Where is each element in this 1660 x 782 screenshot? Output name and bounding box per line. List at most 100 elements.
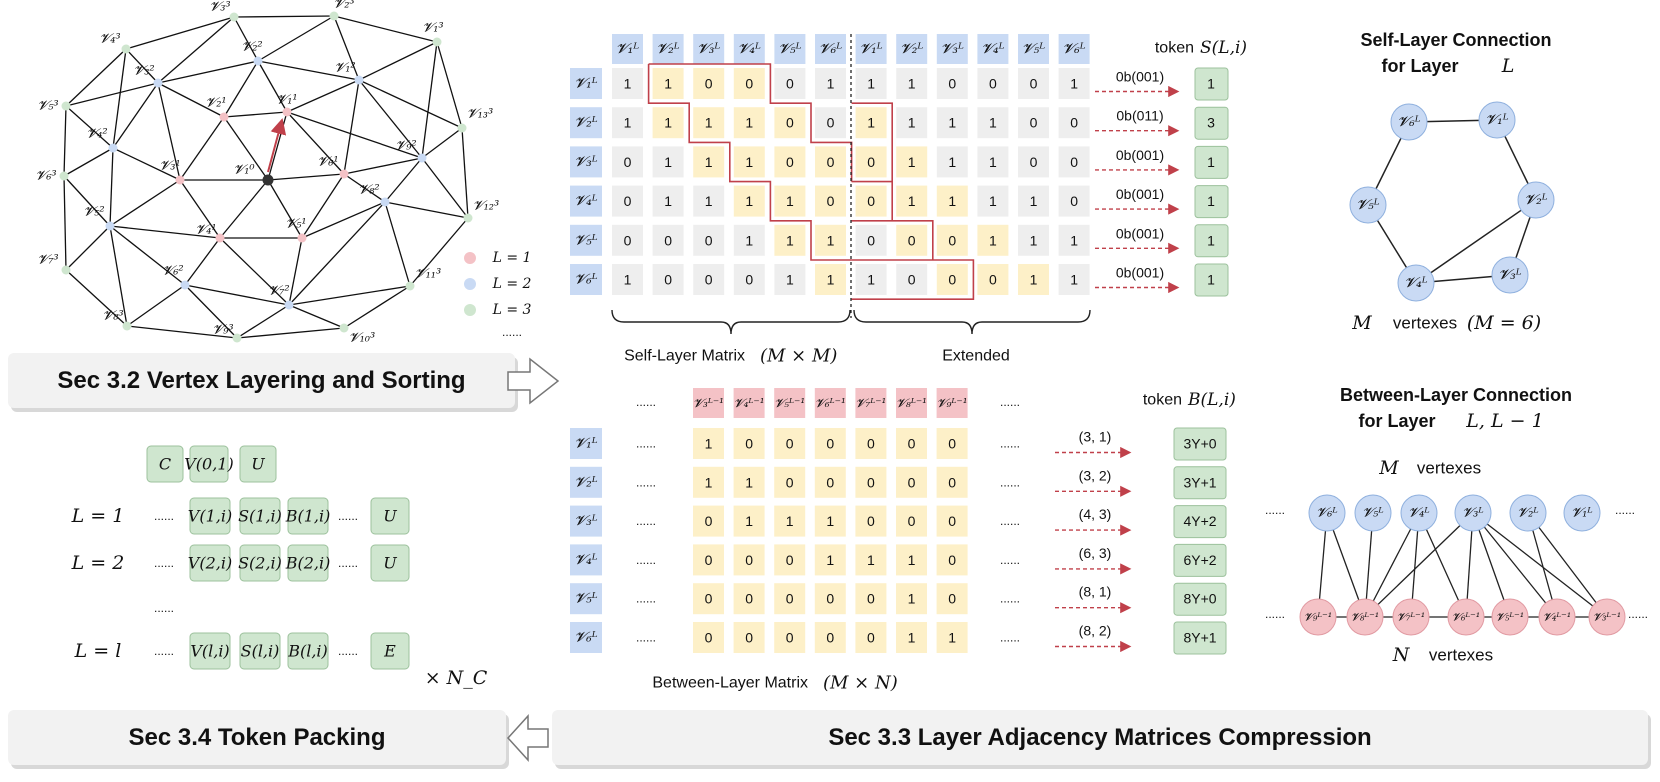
between-cell: [693, 583, 724, 615]
mesh-edge: [184, 237, 221, 286]
between-cell: [814, 544, 846, 576]
mesh-vertex-r1: [219, 112, 229, 122]
mesh-vertex-label: 𝓥₆³: [35, 169, 56, 184]
mesh-edge: [126, 325, 238, 339]
between-col-label: 𝓥₆ᴸ⁻¹: [815, 396, 846, 410]
banner-sec34-text: Sec 3.4 Token Packing: [128, 724, 385, 751]
mesh-edge: [63, 147, 114, 177]
matrix-value: 1: [827, 76, 835, 92]
ellipsis: ......: [338, 556, 358, 570]
between-cell: [855, 583, 887, 615]
mesh-vertex-label: 𝓥₅³: [37, 99, 58, 114]
between-top-node: [1454, 494, 1492, 532]
between-cell: [733, 583, 765, 615]
pack-token-b: B(1,i): [285, 507, 331, 526]
between-value: 1: [705, 474, 713, 490]
banner-sec32-text: Sec 3.2 Vertex Layering and Sorting: [57, 367, 465, 394]
between-graph-edge: [1364, 512, 1420, 618]
row-header-label: 𝓥₅ᴸ: [574, 232, 597, 248]
mesh-edge: [333, 15, 438, 43]
mesh-edge: [219, 237, 290, 306]
matrix-value: 0: [908, 272, 916, 288]
between-graph-edge: [1472, 512, 1608, 618]
legend-swatch: [464, 252, 476, 264]
matrix-cell: [1058, 107, 1090, 139]
mesh-edge: [343, 157, 423, 175]
banner-sec33-text: Sec 3.3 Layer Adjacency Matrices Compres…: [828, 724, 1371, 751]
between-value: 0: [948, 474, 956, 490]
col-header-cell: [855, 34, 887, 64]
between-cell: [693, 466, 724, 498]
mesh-edge: [109, 179, 181, 227]
matrix-value: 1: [745, 193, 753, 209]
matrix-cell: [855, 68, 887, 99]
between-token: 3Y+0: [1183, 436, 1216, 452]
mesh-edge: [333, 15, 360, 81]
mesh-vertex-label: 𝓥₅¹: [285, 217, 306, 232]
between-top-label: 𝓥₅ᴸ: [1362, 506, 1383, 521]
token-value: 1: [1207, 76, 1215, 92]
self-caption: Self-Layer Matrix: [624, 348, 745, 365]
col-header-cell: [612, 34, 643, 64]
mesh-edge: [157, 16, 235, 84]
mesh-edge: [65, 225, 111, 271]
mesh-center-vertex: [262, 174, 274, 186]
mesh-vertex-r3: [122, 321, 132, 331]
mesh-vertex-label: 𝓥₁²: [334, 61, 355, 76]
mesh-edge: [109, 225, 186, 286]
between-value: 1: [826, 552, 834, 568]
between-bottom-node: [1491, 598, 1529, 636]
ellipsis: ......: [1628, 607, 1648, 621]
mesh-edge: [126, 284, 186, 327]
between-bottom-node: [1588, 598, 1626, 636]
matrix-cell: [1058, 264, 1090, 295]
matrix-value: 0: [867, 154, 875, 170]
between-cell: [733, 622, 765, 653]
col-header-cell: [652, 34, 684, 64]
mesh-edge: [286, 111, 423, 159]
matrix-cell: [774, 68, 806, 99]
row-header-cell: [570, 185, 602, 217]
matrix-cell: [693, 68, 725, 99]
mesh-vertex-r2: [284, 300, 294, 310]
matrix-cell: [774, 107, 806, 139]
between-cell: [693, 544, 724, 576]
between-cell: [693, 428, 724, 459]
matrix-value: 1: [867, 115, 875, 131]
mesh-edge: [65, 105, 114, 149]
col-header-cell: [1058, 34, 1090, 64]
token-value: 1: [1207, 272, 1215, 288]
matrix-value: 1: [989, 154, 997, 170]
row-header-cell: [570, 107, 602, 139]
self-graph-node-label: 𝓥₄ᴸ: [1404, 275, 1427, 291]
mesh-vertex-label: 𝓥₆¹: [317, 155, 338, 170]
between-cell: [855, 544, 887, 576]
between-cell: [733, 544, 765, 576]
ellipsis: ......: [154, 509, 174, 523]
between-cell: [814, 583, 846, 615]
mesh-edge: [179, 179, 221, 239]
mesh-vertex-label: 𝓥₈²: [358, 183, 379, 198]
col-header-label: 𝓥₄ᴸ: [981, 41, 1004, 57]
between-token-box: [1173, 582, 1227, 616]
self-graph-title-2: for Layer: [1381, 56, 1458, 76]
self-graph-node: [1517, 181, 1555, 219]
between-graph-edge: [1418, 512, 1467, 618]
legend-label: L = 2: [492, 276, 532, 292]
mesh-vertex-label: 𝓥₄¹: [195, 223, 216, 238]
matrix-cell: [693, 107, 725, 139]
mesh-vertex-r2: [108, 143, 118, 153]
mesh-edge: [63, 175, 111, 227]
ellipsis: ......: [1615, 503, 1635, 517]
ellipsis: ......: [154, 556, 174, 570]
between-cell: [855, 466, 887, 498]
mesh-vertex-r2: [253, 56, 263, 66]
matrix-cell: [977, 224, 1009, 256]
pack-token-v-box: [189, 544, 231, 582]
mesh-vertex-r1: [282, 107, 292, 117]
col-header-cell: [693, 34, 725, 64]
matrix-cell: [977, 146, 1009, 178]
matrix-cell: [815, 224, 846, 256]
self-graph-node-label: 𝓥₁ᴸ: [1485, 112, 1508, 128]
matrix-cell: [896, 68, 928, 99]
